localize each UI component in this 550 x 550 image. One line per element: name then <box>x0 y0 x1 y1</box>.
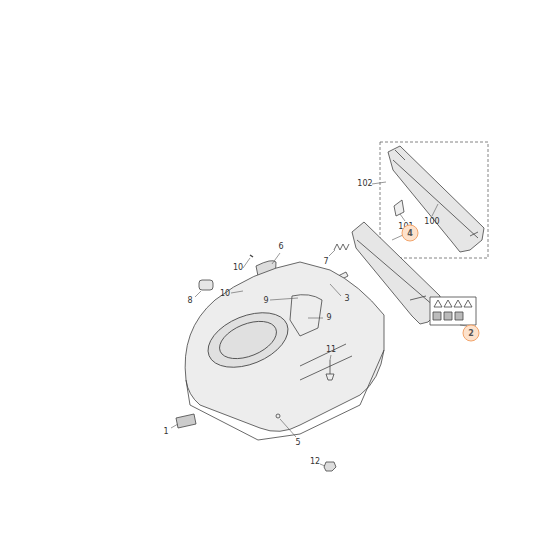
callout-number: 4 <box>402 225 419 242</box>
nut <box>324 462 336 471</box>
callout-number: 9 <box>263 297 268 305</box>
callout-number: 5 <box>295 439 300 447</box>
group-box <box>380 142 488 258</box>
callout-number: 11 <box>326 346 336 354</box>
hole <box>276 414 280 418</box>
callout-number: 10 <box>233 264 243 272</box>
flap-detail <box>395 150 478 236</box>
deck-body <box>185 262 384 431</box>
callout-number: 102 <box>357 180 372 188</box>
callout-number: 2 <box>463 325 480 342</box>
callout-number: 3 <box>344 295 349 303</box>
deck-rib <box>300 344 352 380</box>
deck-recess <box>290 295 322 336</box>
warning-sticker <box>430 297 476 325</box>
warning-icons <box>434 300 472 307</box>
pin <box>394 200 404 216</box>
leader-lines <box>171 182 467 466</box>
blade-housing <box>200 302 296 378</box>
callout-number: 12 <box>310 458 320 466</box>
callout-number: 9 <box>326 314 331 322</box>
flap-edge <box>357 240 434 306</box>
flap-detail <box>410 296 426 300</box>
bush <box>199 280 213 290</box>
callout-number: 100 <box>424 218 439 226</box>
label-plate <box>176 414 196 428</box>
rear-flap <box>388 146 484 252</box>
motor-opening <box>214 314 282 366</box>
callout-number: 7 <box>323 258 328 266</box>
callout-number: 6 <box>278 243 283 251</box>
callout-number: 10 <box>220 290 230 298</box>
callout-number: 8 <box>187 297 192 305</box>
callout-number: 1 <box>163 428 168 436</box>
bolt <box>326 360 334 380</box>
spring <box>334 244 349 250</box>
sticker-icons <box>433 312 463 320</box>
